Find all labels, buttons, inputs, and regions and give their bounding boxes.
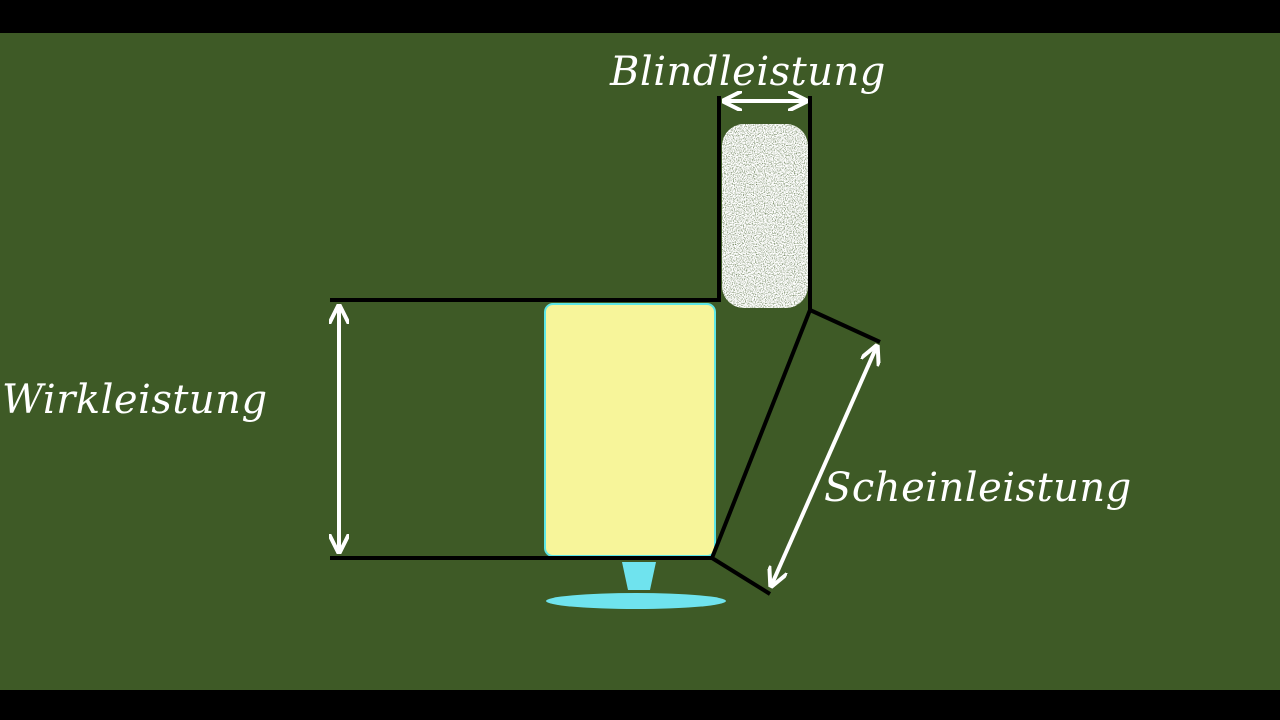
blindleistung-label: Blindleistung bbox=[610, 49, 886, 95]
schein-top-tick bbox=[809, 308, 881, 344]
scheinleistung-label: Scheinleistung bbox=[824, 465, 1132, 511]
glass-foot bbox=[546, 593, 726, 609]
hypotenuse-line bbox=[710, 309, 812, 559]
foam-fill bbox=[722, 124, 808, 308]
scheinleistung-arrow bbox=[772, 348, 876, 584]
glass-stem bbox=[622, 562, 656, 590]
wirkleistung-label: Wirkleistung bbox=[2, 377, 268, 423]
beer-fill bbox=[544, 303, 716, 557]
schein-bottom-tick bbox=[710, 556, 772, 596]
